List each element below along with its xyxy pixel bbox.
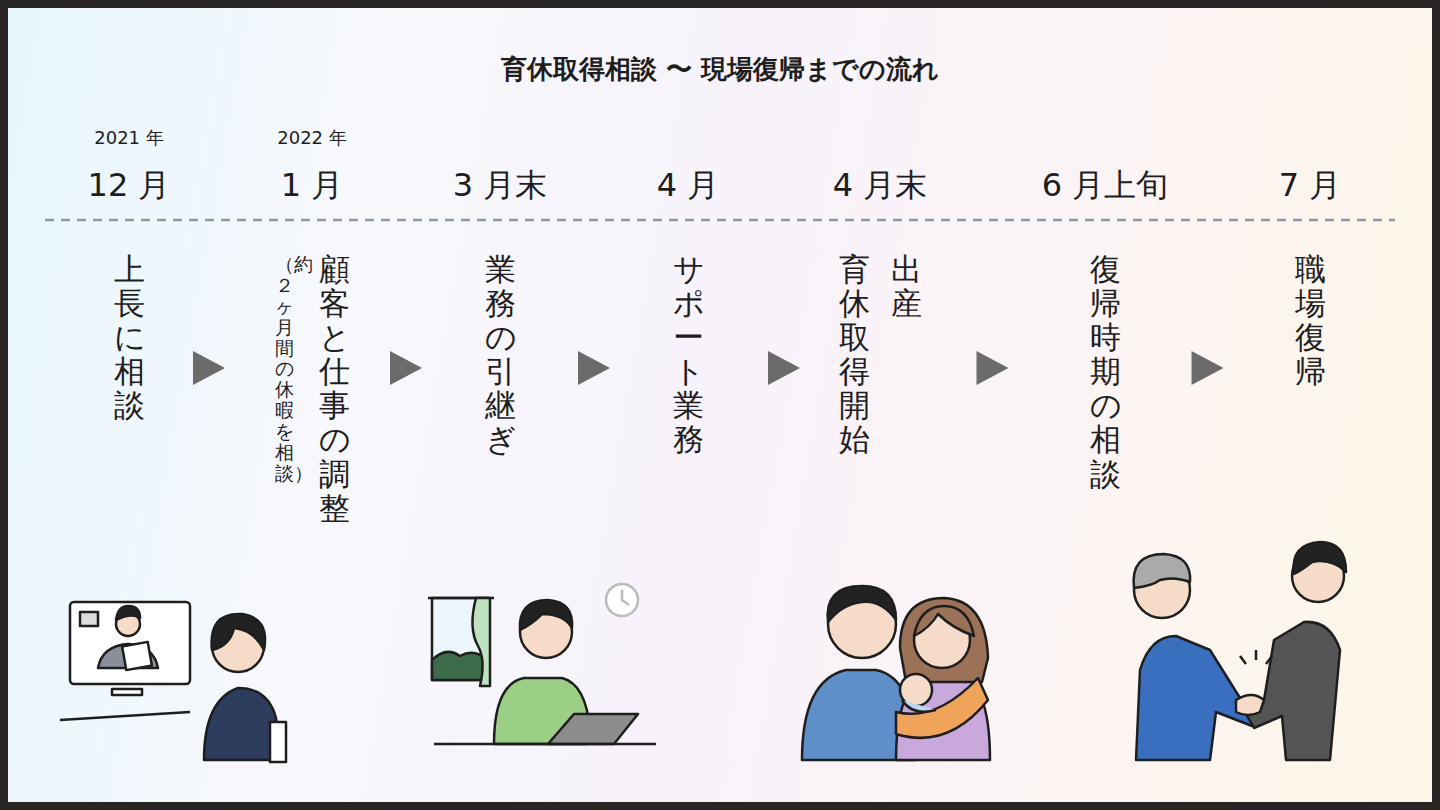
date-label: 1 月: [212, 164, 412, 208]
flow-arrow: [193, 351, 225, 385]
date-label: 2021 年: [29, 126, 229, 150]
step-text: 復帰時期の相談: [1090, 252, 1121, 491]
step-text: 育休取得開始: [839, 252, 870, 457]
date-label: 2022 年: [212, 126, 412, 150]
flow-arrow: [1192, 351, 1224, 385]
timeline-step: 3 月末業務の引継ぎ: [400, 110, 600, 550]
video-call-illustration: [60, 602, 286, 762]
date-label: 4 月末: [780, 164, 980, 208]
step-text: 職場復帰: [1295, 252, 1326, 388]
step-text: （約２ヶ月間の休暇を相談）: [275, 254, 294, 484]
step-text: サポート業務: [673, 252, 704, 457]
date-label: 6 月上旬: [1005, 164, 1205, 208]
step-text: 出産: [891, 252, 922, 320]
date-label: 7 月: [1210, 164, 1410, 208]
connector-layer: [8, 8, 1432, 802]
timeline-step: 7 月職場復帰: [1210, 110, 1410, 550]
family-illustration: [802, 586, 990, 760]
remote-work-illustration: [428, 584, 656, 744]
timeline-step: 2022 年 1 月顧客と仕事の調整 （約２ヶ月間の休暇を相談）: [212, 110, 412, 550]
date-label: 12 月: [29, 164, 229, 208]
timeline-step: 4 月末出産育休取得開始: [780, 110, 980, 550]
date-label: 4 月: [588, 164, 788, 208]
flow-arrow: [390, 351, 422, 385]
background-panel: 育休取得相談 〜 現場復帰までの流れ 2021 年 12 月上長に相談 2022 年 1…: [8, 8, 1432, 802]
flow-arrow: [768, 351, 800, 385]
timeline-step: 6 月上旬復帰時期の相談: [1005, 110, 1205, 550]
flow-arrow: [578, 351, 610, 385]
step-text: 顧客と仕事の調整: [319, 252, 350, 525]
timeline-step: 2021 年 12 月上長に相談: [29, 110, 229, 550]
flow-arrow: [977, 351, 1009, 385]
timeline-line: [45, 219, 1395, 222]
diagram-title: 育休取得相談 〜 現場復帰までの流れ: [8, 52, 1432, 87]
step-text: 業務の引継ぎ: [485, 252, 516, 457]
timeline-step: 4 月サポート業務: [588, 110, 788, 550]
step-text: 上長に相談: [114, 252, 145, 422]
handshake-illustration: [1134, 542, 1346, 760]
date-label: 3 月末: [400, 164, 600, 208]
illustrations: [8, 8, 1432, 802]
